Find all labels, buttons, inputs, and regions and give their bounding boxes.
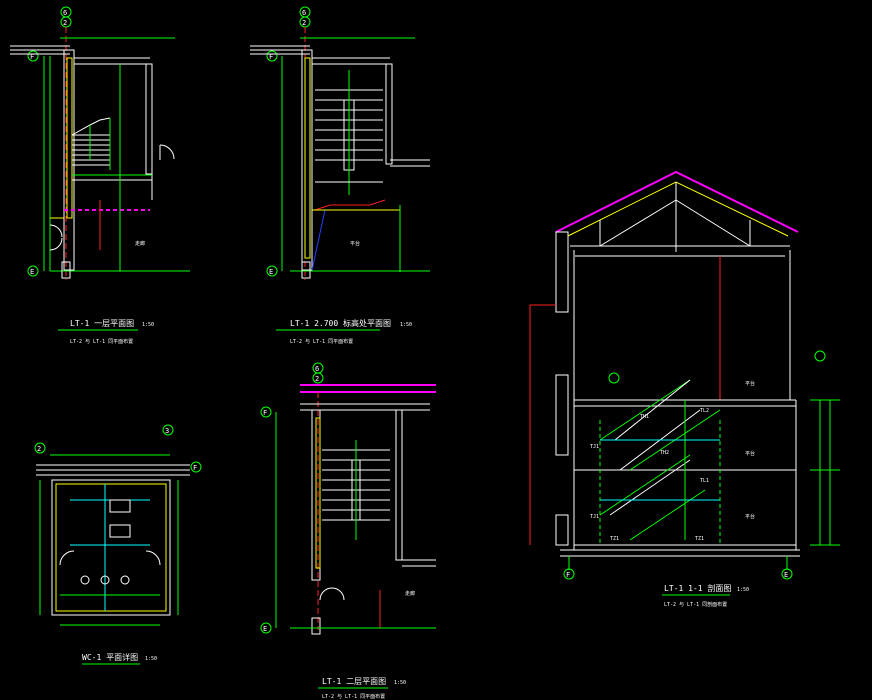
plan4-grid-e: E [263,625,267,633]
plan4-grid-6: 6 [315,365,319,373]
tag-tl1: TL1 [700,478,709,484]
plan2-note: LT-2 与 LT-1 同平面布置 [290,338,353,345]
section-grid-e: E [784,571,788,579]
plan4-note: LT-2 与 LT-1 同平面布置 [322,693,385,700]
tag-th1: TH1 [640,414,649,420]
plan1-title: LT-1 一层平面图 [70,319,134,328]
section-scale: 1:50 [737,587,749,593]
tag-tj1-lower: TJ1 [590,514,599,520]
tag-tl2: TL2 [700,408,709,414]
plan3-grid-f: F [193,464,197,472]
plan1-scale: 1:50 [142,322,154,328]
plan-2700: 6 2 F E [250,6,430,345]
plan2-scale: 1:50 [400,322,412,328]
plan-ground-floor: 6 2 F E [10,6,190,345]
plan4-grid-2: 2 [315,375,319,383]
plan2-grid-f: F [269,53,273,61]
grid-bubble-2-label: 2 [63,19,67,27]
plan4-grid-f: F [263,409,267,417]
plan3-scale: 1:50 [145,656,157,662]
plan2-grid-2: 2 [302,19,306,27]
grid-bubble-f-label: F [30,53,34,61]
grid-bubble-6-label: 6 [63,9,67,17]
section-grid-f: F [566,571,570,579]
tag-tz1-right: TZ1 [695,536,704,542]
plan4-room-label: 走廊 [405,590,415,597]
plan4-title: LT-1 二层平面图 [322,677,386,686]
section-title: LT-1 1-1 剖面图 [664,583,731,593]
plan-wc: 2 3 F WC-1 平面详图 1:50 [34,424,202,665]
tag-th2: TH2 [660,450,669,456]
plan2-grid-e: E [269,268,273,276]
plan2-title: LT-1 2.700 标高处平面图 [290,318,391,328]
plan2-room-label: 平台 [350,240,360,247]
section-note: LT-2 与 LT-1 同剖面布置 [664,601,727,608]
plan3-title: WC-1 平面详图 [82,652,138,662]
tag-tz1-left: TZ1 [610,536,619,542]
section-room-label-lower: 平台 [745,513,755,520]
plan3-grid-a: 2 [37,445,41,453]
plan-second-floor: 6 2 F E 走廊 [260,362,436,700]
plan4-scale: 1:50 [394,680,406,686]
plan3-grid-3: 3 [165,427,169,435]
section-1-1: TH1 TH2 TJ1 TJ1 TL2 TL1 TZ1 TZ1 F E 平台 平… [529,170,840,608]
section-room-label-upper: 平台 [745,380,755,387]
plan1-room-label: 走廊 [135,240,145,247]
plan2-grid-6: 6 [302,9,306,17]
grid-bubble-e-label: E [30,268,34,276]
plan1-note: LT-2 与 LT-1 同平面布置 [70,338,133,345]
tag-tj1-upper: TJ1 [590,444,599,450]
section-room-label-mid: 平台 [745,450,755,457]
